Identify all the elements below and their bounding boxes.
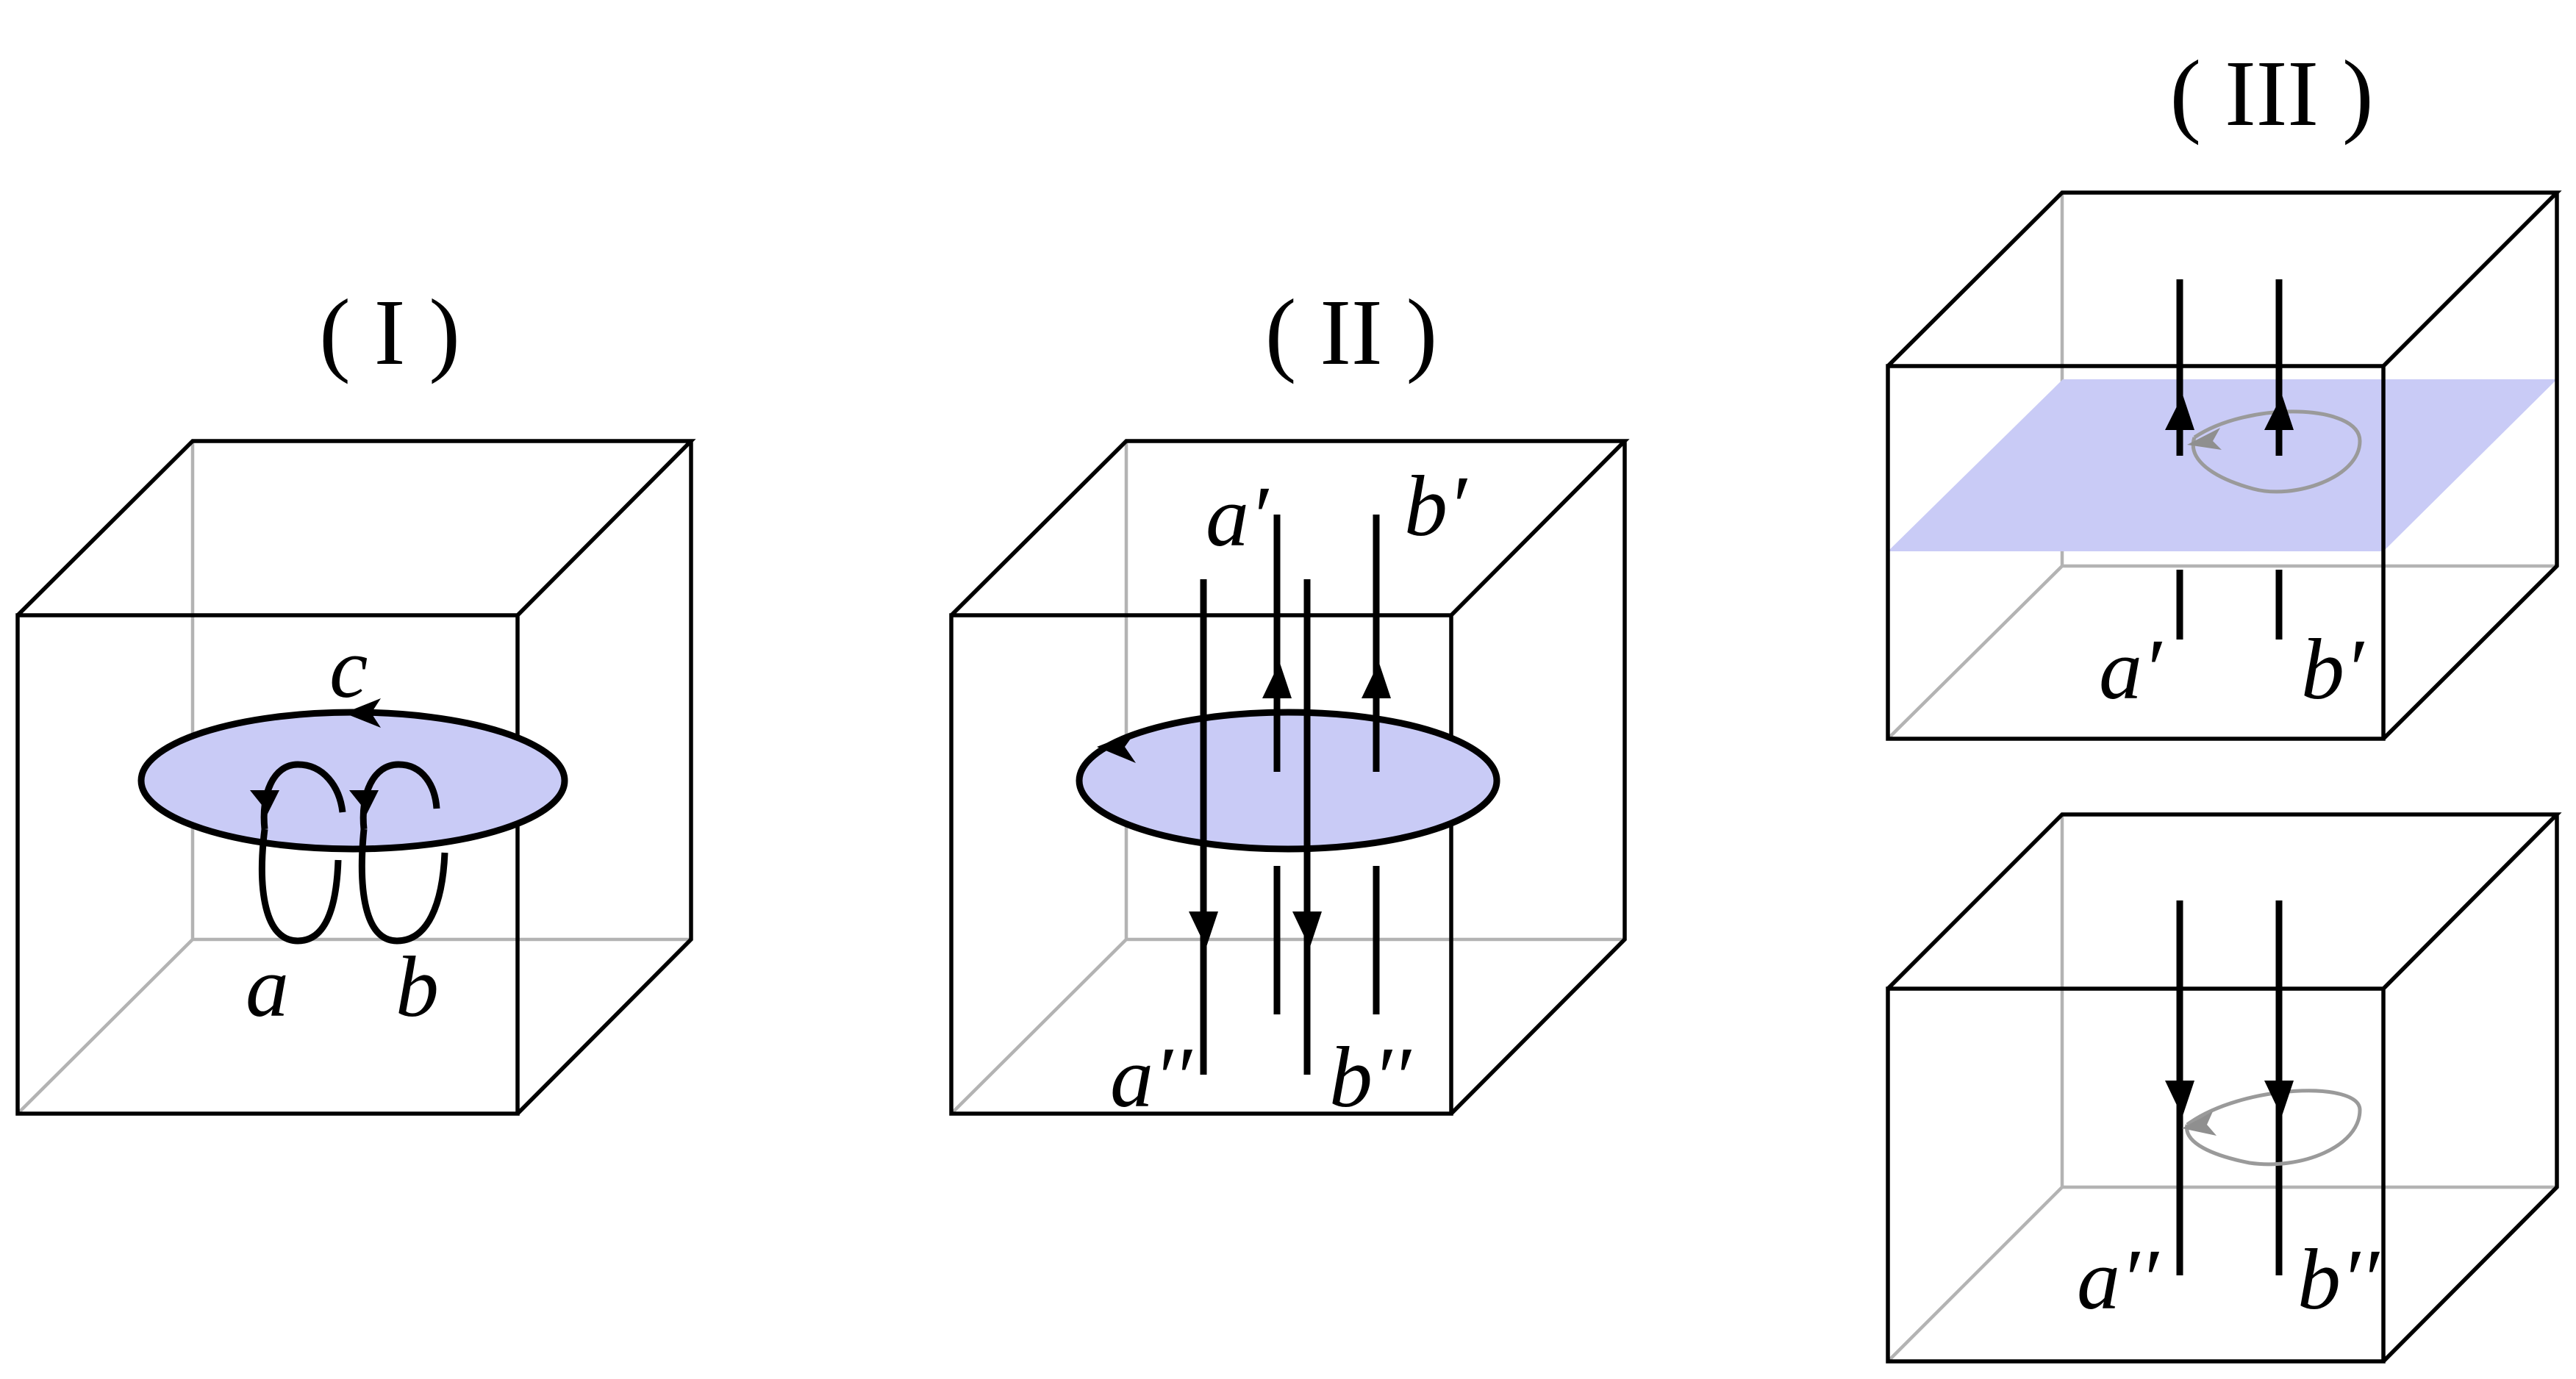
label-a-prime-top: a′ bbox=[1206, 468, 1270, 565]
arrow-lower-b bbox=[2264, 1081, 2294, 1125]
loop-b-lower bbox=[358, 828, 448, 945]
cube-2-hidden-edges bbox=[950, 441, 1625, 1115]
panel-3: ( III ) a′ b′ a′′ b′′ bbox=[1886, 41, 2562, 1364]
cube-1 bbox=[15, 439, 696, 1116]
arrow-a bbox=[250, 790, 279, 820]
disk-2 bbox=[1076, 709, 1500, 853]
cube-3-upper-visible-edges bbox=[1886, 190, 2562, 741]
arrow-b-prime bbox=[1362, 654, 1391, 698]
label-b-prime-top: b′ bbox=[1404, 458, 1468, 554]
panel-1-title: ( I ) bbox=[319, 280, 460, 384]
arrow-upper-b bbox=[2264, 386, 2294, 430]
cube-3-lower-visible-edges bbox=[1886, 812, 2562, 1364]
panel-3-title: ( III ) bbox=[2169, 41, 2373, 146]
gray-arrow-lower bbox=[2182, 1111, 2217, 1136]
arrow-b-double-prime bbox=[1292, 911, 1322, 956]
cube-3-upper bbox=[1886, 190, 2562, 741]
cube-2 bbox=[949, 439, 1630, 1116]
cube-3-upper-hidden-edges bbox=[1886, 193, 2557, 740]
panel-1: ( I ) a b c bbox=[15, 280, 696, 1116]
cube-3-lower bbox=[1886, 812, 2562, 1364]
label-b: b bbox=[396, 939, 439, 1035]
label-a-double-prime-bottom: a′′ bbox=[1110, 1029, 1193, 1125]
panel-2: ( II ) a′ b′ a′′ b′′ bbox=[949, 280, 1630, 1125]
label-upper-b-prime: b′ bbox=[2301, 621, 2365, 717]
cube-1-visible-edges bbox=[15, 439, 696, 1116]
loop-a-lower bbox=[259, 828, 342, 945]
arrow-a-prime bbox=[1262, 654, 1292, 698]
disk-c bbox=[137, 709, 568, 853]
label-a: a bbox=[246, 939, 289, 1035]
cube-2-visible-edges bbox=[949, 439, 1630, 1116]
label-c: c bbox=[329, 620, 368, 716]
arrow-lower-a bbox=[2165, 1081, 2194, 1125]
cube-3-lower-hidden-edges bbox=[1886, 814, 2557, 1363]
arrow-a-double-prime bbox=[1189, 911, 1218, 956]
arrow-c bbox=[344, 698, 381, 728]
gray-arrow-upper bbox=[2187, 428, 2222, 450]
arrow-disk-2 bbox=[1097, 731, 1136, 763]
arrow-b bbox=[349, 790, 379, 820]
plane-upper bbox=[1888, 379, 2557, 551]
arrow-upper-a bbox=[2165, 386, 2194, 430]
gray-loop-lower bbox=[2185, 1089, 2362, 1167]
label-lower-b-double-prime: b′′ bbox=[2297, 1231, 2380, 1328]
panel-2-title: ( II ) bbox=[1265, 280, 1438, 384]
label-lower-a-double-prime: a′′ bbox=[2077, 1231, 2160, 1328]
label-upper-a-prime: a′ bbox=[2099, 621, 2163, 717]
cube-1-hidden-edges bbox=[16, 441, 691, 1115]
label-b-double-prime-bottom: b′′ bbox=[1329, 1029, 1412, 1125]
